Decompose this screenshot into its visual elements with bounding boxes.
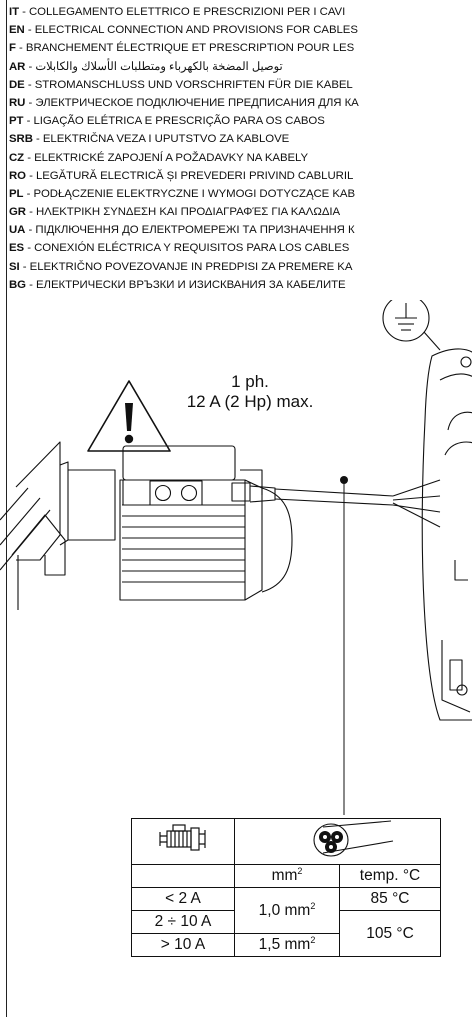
lang-line-de: DE - STROMANSCHLUSS UND VORSCHRIFTEN FÜR… [9, 78, 353, 91]
cable-icon-cell [234, 818, 441, 865]
row-current-3: > 10 A [131, 933, 235, 957]
cable-section-table: mm2 temp. °C < 2 A 1,0 mm2 85 °C 2 ÷ 10 … [131, 818, 441, 957]
lang-line-f: F - BRANCHEMENT ÉLECTRIQUE ET PRESCRIPTI… [9, 42, 355, 55]
header-empty-cell [131, 864, 235, 888]
col-header-mm: mm2 [234, 864, 340, 888]
lang-line-es: ES - CONEXIÓN ELÉCTRICA Y REQUISITOS PAR… [9, 242, 350, 255]
warning-triangle-icon [87, 380, 171, 452]
terminal-box [421, 348, 472, 721]
motor-terminal-box [122, 445, 236, 481]
lang-line-srb: SRB - ELEKTRIČNA VEZA I UPUTSTVO ZA KABL… [9, 133, 290, 146]
pump-body-outline [15, 441, 61, 561]
lang-line-ar: AR - توصيل المضخة بالكهرباء ومتطلبات الأ… [9, 60, 283, 73]
row-temp-2: 105 °C [339, 910, 441, 957]
row-section-3: 1,5 mm2 [234, 933, 340, 957]
ground-symbol-icon [382, 300, 430, 342]
row-section-1: 1,0 mm2 [234, 887, 340, 934]
language-title-list: IT - COLLEGAMENTO ELETTRICO E PRESCRIZIO… [9, 3, 472, 294]
lang-line-pt: PT - LIGAÇÃO ELÉTRICA E PRESCRIÇÃO PARA … [9, 115, 325, 128]
row-current-1: < 2 A [131, 887, 235, 911]
cable-section-icon [312, 820, 393, 857]
lang-line-it: IT - COLLEGAMENTO ELETTRICO E PRESCRIZIO… [9, 6, 346, 18]
lang-line-ru: RU - ЭЛЕКТРИЧЕСКОЕ ПОДКЛЮЧЕНИЕ ПРЕДПИСАН… [9, 96, 359, 109]
lang-line-cz: CZ - ELEKTRICKÉ ZAPOJENÍ A POŽADAVKY NA … [9, 151, 309, 164]
lang-line-ro: RO - LEGĂTURĂ ELECTRICĂ ȘI PREVEDERI PRI… [9, 169, 354, 182]
spec-phase: 1 ph. [231, 372, 269, 391]
lang-line-gr: GR - ΗΛΕΚΤΡΙΚΗ ΣΥΝΔΕΣΗ ΚΑΙ ΠΡΟΔΙΑΓΡΑΦΈΣ … [9, 206, 341, 219]
col-header-temp: temp. °C [339, 864, 441, 888]
supply-spec: 1 ph. 12 A (2 Hp) max. [150, 372, 350, 412]
cable-gland [231, 482, 251, 502]
pump-icon-cell [131, 818, 235, 865]
page-border [6, 0, 7, 1017]
lang-line-en: EN - ELECTRICAL CONNECTION AND PROVISION… [9, 24, 358, 37]
lang-line-si: SI - ELEKTRIČNO POVEZOVANJE IN PREDPISI … [9, 260, 353, 273]
cable [274, 488, 394, 497]
row-temp-1: 85 °C [339, 887, 441, 911]
lang-line-ua: UA - ПІДКЛЮЧЕННЯ ДО ЕЛЕКТРОМЕРЕЖІ ТА ПРИ… [9, 224, 355, 237]
wiring-diagram [0, 300, 472, 815]
spec-current: 12 A (2 Hp) max. [186, 392, 314, 411]
lang-line-pl: PL - PODŁĄCZENIE ELEKTRYCZNE I WYMOGI DO… [9, 187, 355, 200]
pump-icon [159, 824, 206, 851]
lang-line-bg: BG - ЕЛЕКТРИЧЕСКИ ВРЪЗКИ И ИЗИСКВАНИЯ ЗА… [9, 278, 346, 291]
cable-leader-dot [340, 476, 348, 484]
row-current-2: 2 ÷ 10 A [131, 910, 235, 934]
